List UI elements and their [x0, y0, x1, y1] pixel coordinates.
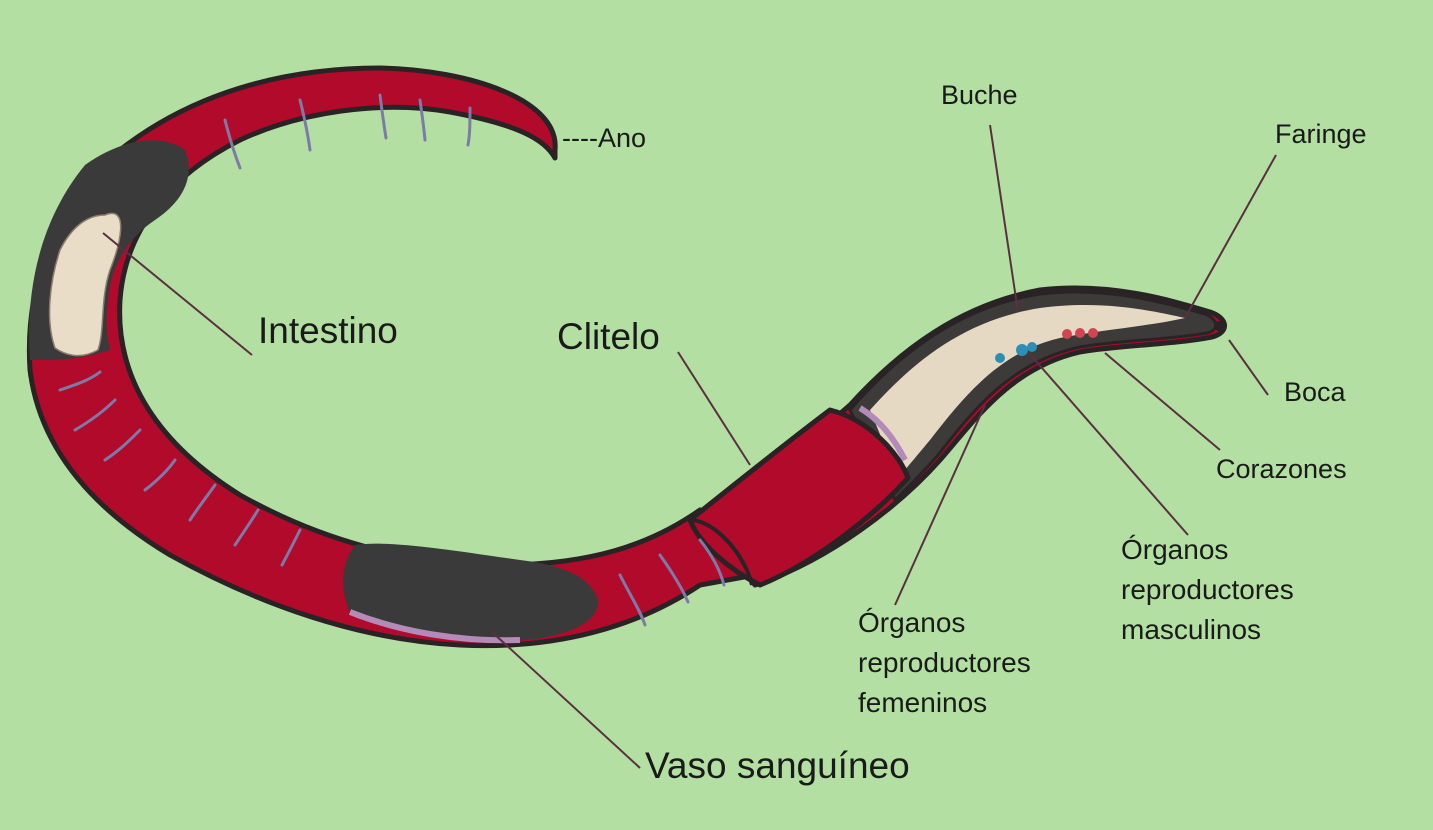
label-line: masculinos	[1121, 614, 1262, 645]
label-buche: Buche	[941, 80, 1018, 110]
label-line: Órganos	[858, 607, 966, 638]
label-corazones: Corazones	[1216, 454, 1347, 484]
hearts	[1062, 328, 1098, 339]
label-line: Órganos	[1121, 534, 1229, 565]
male-organs	[995, 342, 1037, 363]
label-boca: Boca	[1284, 377, 1346, 407]
label-organos-reproductores-femeninos: Órganos reproductores femeninos	[858, 603, 1031, 723]
label-ano: ----Ano	[562, 123, 647, 153]
label-line: reproductores	[858, 647, 1031, 678]
label-faringe: Faringe	[1275, 119, 1367, 149]
leader-lines	[102, 124, 1277, 769]
label-line: femeninos	[858, 687, 988, 718]
label-clitelo: Clitelo	[557, 316, 660, 357]
label-vaso-sanguineo: Vaso sanguíneo	[645, 745, 910, 786]
label-intestino: Intestino	[258, 310, 398, 351]
worm-body	[26, 65, 1227, 649]
label-organos-reproductores-masculinos: Órganos reproductores masculinos	[1121, 530, 1294, 650]
label-line: reproductores	[1121, 574, 1294, 605]
